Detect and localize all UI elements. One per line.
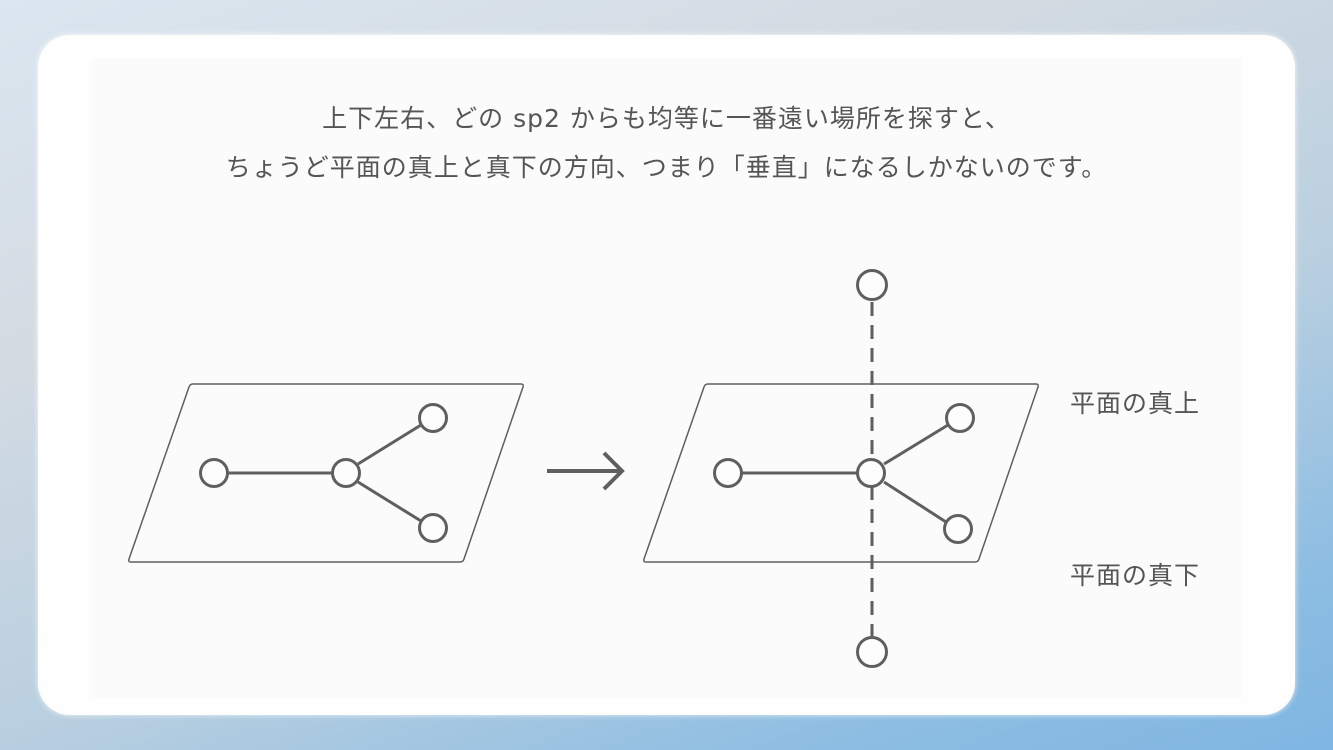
- caption-line-1: 上下左右、どの sp2 からも均等に一番遠い場所を探すと、: [322, 104, 1011, 133]
- atom-below-plane: [856, 636, 888, 668]
- bond-lower-right: [357, 480, 422, 523]
- atom-upper-right: [418, 403, 448, 433]
- bond-upper-right: [883, 423, 949, 466]
- atom-above-plane: [856, 269, 888, 301]
- right-arrow-icon: [547, 451, 625, 491]
- atom-left: [713, 458, 743, 488]
- caption-line-2: ちょうど平面の真上と真下の方向、つまり「垂直」になるしかないのです。: [225, 153, 1108, 182]
- bond-lower-right: [883, 480, 947, 524]
- label-below-plane: 平面の真下: [1070, 561, 1201, 590]
- label-above-plane: 平面の真上: [1070, 389, 1201, 418]
- atom-center: [856, 458, 886, 488]
- slide-area: [92, 58, 1242, 698]
- atom-upper-right: [945, 403, 975, 433]
- left-plane-group: [128, 383, 524, 563]
- atom-center: [331, 458, 361, 488]
- atom-left: [199, 458, 229, 488]
- right-plane-group: [643, 269, 1039, 668]
- right-plane: [643, 383, 1039, 563]
- atom-lower-right: [943, 514, 973, 544]
- atom-lower-right: [418, 513, 448, 543]
- bond-upper-right: [357, 423, 422, 466]
- left-plane: [128, 383, 524, 563]
